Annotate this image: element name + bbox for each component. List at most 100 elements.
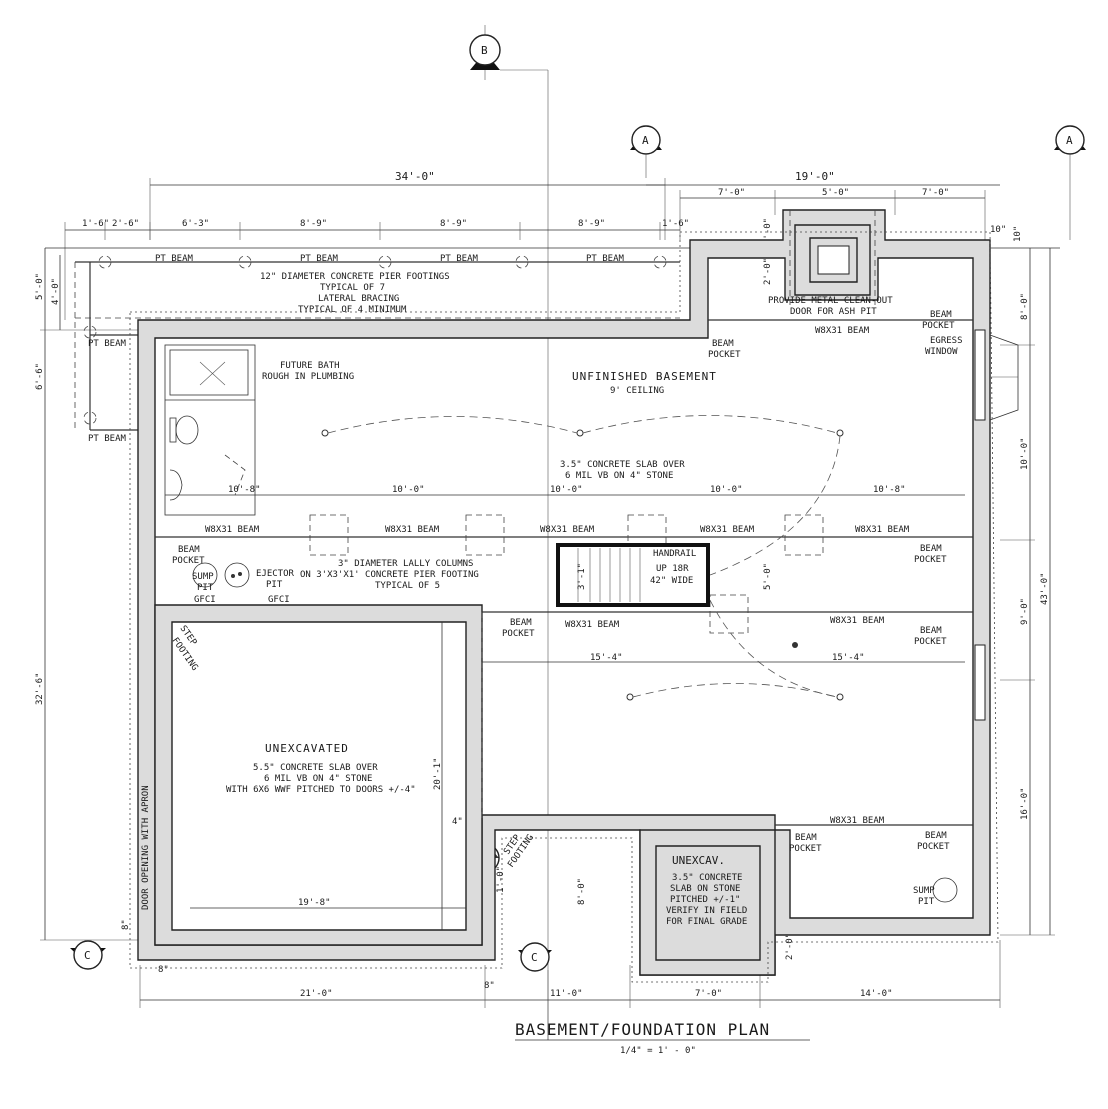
dim-bottom-b6: 8": [484, 981, 495, 991]
dim-left-d4: 32'-6": [35, 672, 45, 705]
label-w8-beam: W8X31 BEAM: [700, 525, 755, 535]
dim-s6: 8'-9": [578, 219, 605, 229]
label-pt-beam: PT BEAM: [300, 254, 339, 264]
dim-r2: 5'-0": [822, 188, 849, 198]
dim-mid1: 15'-4": [590, 653, 623, 663]
sump-pit-icon: [932, 877, 958, 903]
beam-pocket-label: POCKET: [914, 637, 947, 647]
main-room-notes: UNFINISHED BASEMENT 9' CEILING 3.5" CONC…: [321, 296, 963, 701]
gfci-label: GFCI: [194, 595, 216, 605]
dim-r1: 7'-0": [718, 188, 745, 198]
label-pt-beam: PT BEAM: [155, 254, 194, 264]
label-pt-beam: PT BEAM: [586, 254, 625, 264]
dim-unex-w: 19'-8": [298, 898, 331, 908]
future-bath: FUTURE BATH ROUGH IN PLUMBING: [164, 344, 354, 516]
ejector-pit-icon: [224, 562, 250, 588]
dim-mid2: 15'-4": [832, 653, 865, 663]
dim-left-d5: 8": [121, 919, 131, 930]
ejector-label-1: EJECTOR: [256, 569, 295, 579]
beam-pocket-label: BEAM: [178, 545, 200, 555]
inner-dimensions: 10'-8" 10'-0" 10'-0" 10'-0" 10'-8" 15'-4…: [165, 258, 965, 960]
label-w8-beam: W8X31 BEAM: [830, 616, 885, 626]
section-marker-a-right: A: [1054, 125, 1086, 240]
stair-up-label: UP 18R: [656, 564, 689, 574]
porch-pier-area: PT BEAM PT BEAM PT BEAM PT BEAM PT BEAM …: [74, 254, 680, 444]
dim-left-d3: 6'-6": [35, 363, 45, 390]
dim-s5: 8'-9": [440, 219, 467, 229]
room-name-unexcavated: UNEXCAVATED: [265, 742, 349, 755]
door-opening-label: DOOR OPENING WITH APRON: [141, 785, 151, 910]
label-w8-beam: W8X31 BEAM: [830, 816, 885, 826]
ejector-label-2: PIT: [266, 580, 283, 590]
unex-slab-3: WITH 6X6 WWF PITCHED TO DOORS +/-4": [226, 785, 416, 795]
room-name-unfinished: UNFINISHED BASEMENT: [572, 370, 717, 383]
pier-note-1: 12" DIAMETER CONCRETE PIER FOOTINGS: [260, 272, 450, 282]
beam-pocket-label: BEAM: [920, 626, 942, 636]
beam-pocket-label: POCKET: [917, 842, 950, 852]
unexcav-note-2: SLAB ON STONE: [670, 884, 740, 894]
cleanout-note-1: PROVIDE METAL CLEAN-OUT: [768, 296, 893, 306]
dim-c2: 10'-0": [392, 485, 425, 495]
dim-c1: 10'-8": [228, 485, 261, 495]
beam-pocket-label: BEAM: [795, 833, 817, 843]
unex-slab-1: 5.5" CONCRETE SLAB OVER: [253, 763, 378, 773]
egress-label-1: EGRESS: [930, 336, 963, 346]
dim-c3: 10'-0": [550, 485, 583, 495]
unexcav-small-room: UNEXCAV. 3.5" CONCRETE SLAB ON STONE PIT…: [666, 854, 747, 927]
sump-label-2: PIT: [918, 897, 935, 907]
label-w8-beam: W8X31 BEAM: [565, 620, 620, 630]
dim-unex-4: 4": [452, 817, 463, 827]
dim-overall-top: 34'-0": [395, 170, 435, 183]
handrail-label: HANDRAIL: [653, 549, 696, 559]
dim-right-d2: 10'-0": [1020, 437, 1030, 470]
dim-right-d3: 9'-0": [1020, 598, 1030, 625]
sink-icon: [169, 469, 183, 501]
beam-pocket-label: BEAM: [712, 339, 734, 349]
dim-chim-2: 2'-0": [763, 258, 773, 285]
egress-label-2: WINDOW: [925, 347, 958, 357]
right-dimensions: 8'-0" 10'-0" 9'-0" 16'-0" 43'-0": [1000, 248, 1055, 936]
bottom-dimensions: 21'-0" 11'-0" 7'-0" 14'-0" 8" 8": [139, 940, 1001, 1008]
stair-width-label: 42" WIDE: [650, 576, 693, 586]
beam-pocket-label: BEAM: [930, 310, 952, 320]
label-pt-beam: PT BEAM: [440, 254, 479, 264]
beam-pocket-label: POCKET: [914, 555, 947, 565]
beam-pockets: BEAM POCKET BEAM POCKET BEAM POCKET BEAM…: [172, 310, 955, 854]
marker-a-label: A: [642, 134, 649, 147]
dim-c4: 10'-0": [710, 485, 743, 495]
room-name-unexcav: UNEXCAV.: [672, 854, 725, 867]
dim-step-8: 8'-0": [577, 878, 587, 905]
pits-and-columns: 3" DIAMETER LALLY COLUMNS ON 3'X3'X1' CO…: [192, 559, 958, 907]
dim-r3: 7'-0": [922, 188, 949, 198]
pier-note-3: LATERAL BRACING: [318, 294, 399, 304]
unexcav-note-4: VERIFY IN FIELD: [666, 906, 747, 916]
dim-s1: 1'-6": [82, 219, 109, 229]
marker-a-label: A: [1066, 134, 1073, 147]
dim-s2: 2'-6": [112, 219, 139, 229]
unexcav-note-1: 3.5" CONCRETE: [672, 873, 742, 883]
slab-note-2: 6 MIL VB ON 4" STONE: [565, 471, 673, 481]
stair: 3'-1" HANDRAIL UP 18R 42" WIDE: [556, 543, 710, 607]
dim-right-d4: 16'-0": [1020, 787, 1030, 820]
dim-right-d1: 8'-0": [1020, 293, 1030, 320]
label-w8-beam: W8X31 BEAM: [205, 525, 260, 535]
dim-bottom-b2: 11'-0": [550, 989, 583, 999]
unex-slab-2: 6 MIL VB ON 4" STONE: [264, 774, 372, 784]
pier-note-4: TYPICAL OF 4 MINIMUM: [298, 305, 407, 315]
dim-s4: 8'-9": [300, 219, 327, 229]
dim-bottom-b3: 7'-0": [695, 989, 722, 999]
dim-stair-5: 5'-0": [763, 563, 773, 590]
beam-pocket-label: BEAM: [510, 618, 532, 628]
dim-c5: 10'-8": [873, 485, 906, 495]
sump-label-1: SUMP: [192, 572, 214, 582]
beams: W8X31 BEAM W8X31 BEAM W8X31 BEAM W8X31 B…: [155, 319, 973, 826]
dim-bottom-b1: 21'-0": [300, 989, 333, 999]
dim-left-d1: 5'-0": [35, 273, 45, 300]
marker-c-label: C: [84, 949, 91, 962]
beam-pocket-label: POCKET: [708, 350, 741, 360]
beam-pocket-label: BEAM: [920, 544, 942, 554]
marker-c-label: C: [531, 951, 538, 964]
lally-note-3: TYPICAL OF 5: [375, 581, 440, 591]
slab-note-1: 3.5" CONCRETE SLAB OVER: [560, 460, 685, 470]
